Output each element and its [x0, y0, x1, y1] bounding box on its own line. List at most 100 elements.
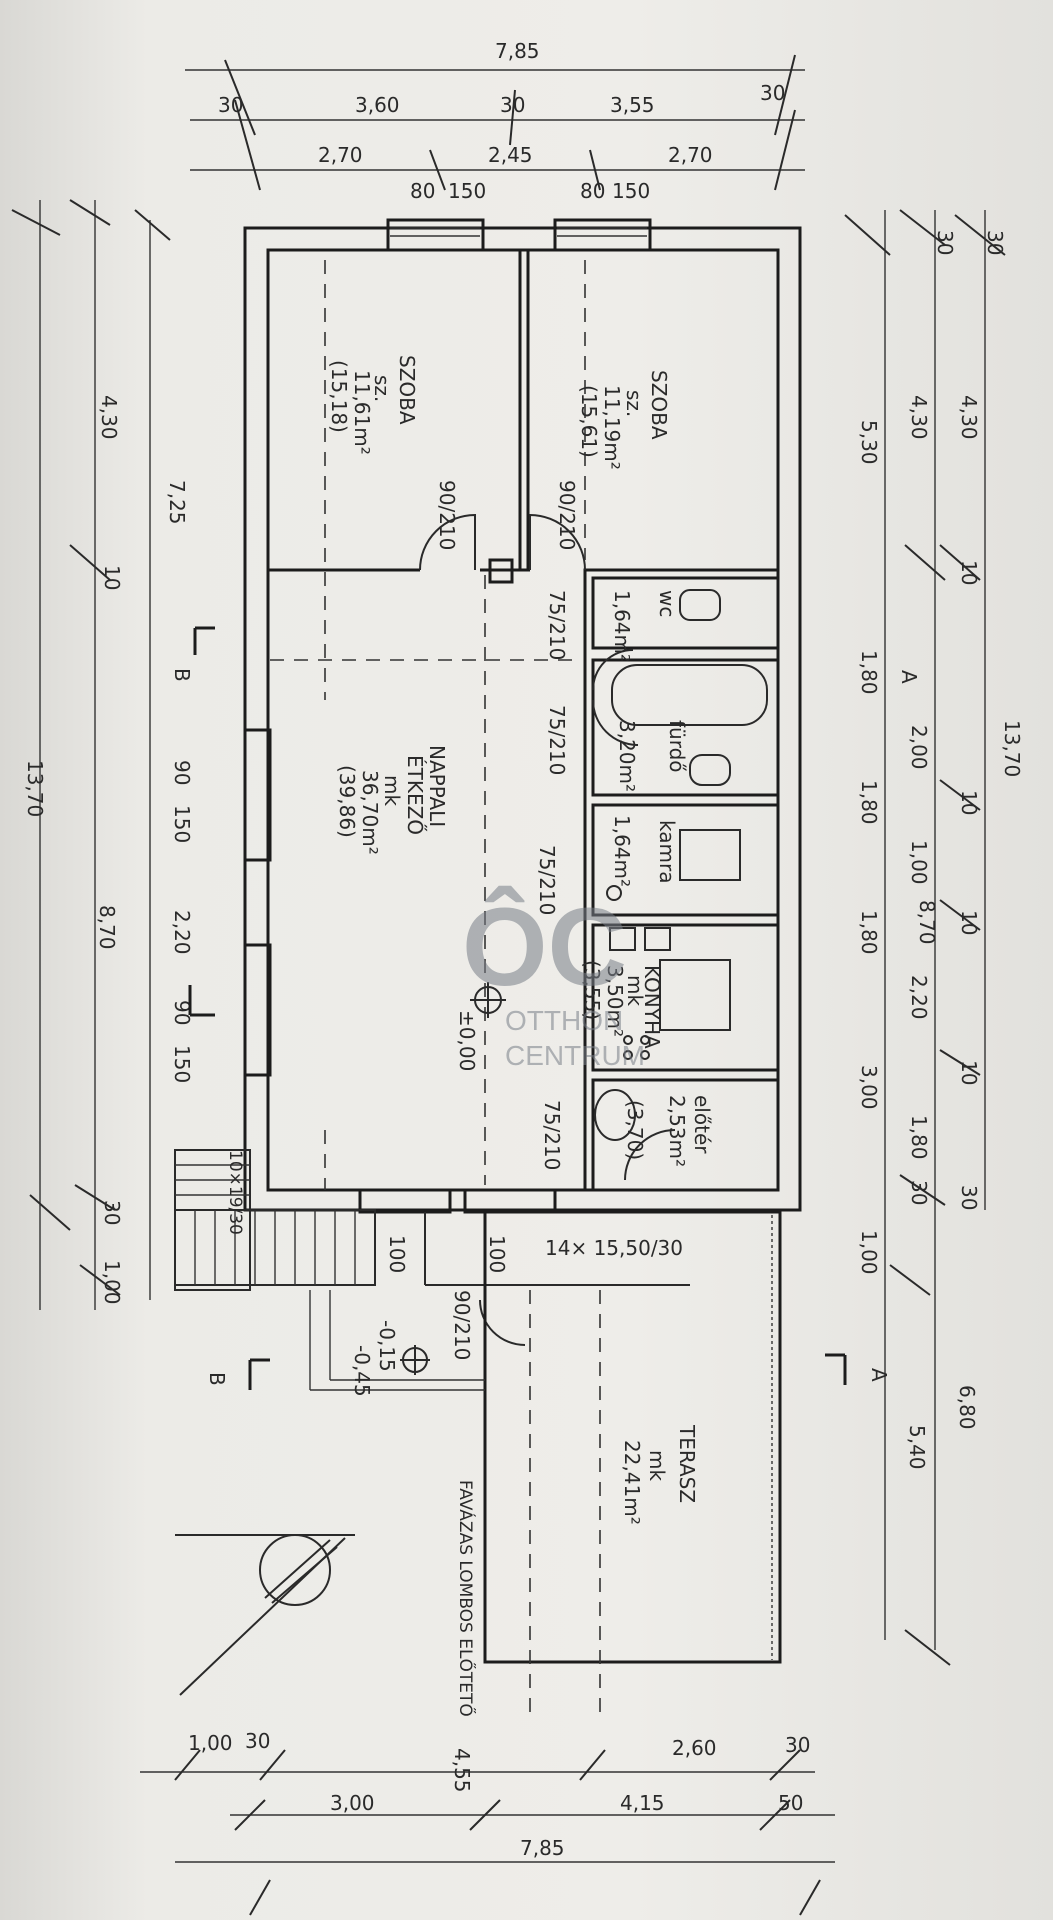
dim-left-bottom-30: 30	[100, 1200, 124, 1225]
dim-right-top-30b: 30	[933, 230, 957, 255]
window-top-right-height: 150	[612, 179, 650, 203]
dim-bottom-415: 4,15	[620, 1791, 665, 1815]
room-bedroom2: SZOBA sz. 11,19m² (15,61)	[577, 370, 671, 470]
bedroom1-area: 11,61m²	[350, 370, 374, 455]
dim-top-270-left: 2,70	[318, 143, 363, 167]
dim-right3-10a: 10	[957, 560, 981, 585]
hall-name: előtér	[690, 1095, 714, 1154]
dim-right-180a: 1,80	[857, 650, 881, 695]
dim-bottom-30b: 30	[785, 1733, 810, 1757]
dim-left-main: 8,70	[95, 905, 119, 950]
stairs-label: 10×19/30	[225, 1150, 245, 1235]
dim-right3-430: 4,30	[957, 395, 981, 440]
dim-right-680: 6,80	[955, 1385, 979, 1430]
terrace-code: mk	[645, 1450, 669, 1481]
terrace-name: TERASZ	[675, 1424, 699, 1503]
hall-ref: (3,70)	[623, 1100, 647, 1160]
bedroom2-ref: (15,61)	[577, 385, 601, 458]
dim-right-100: 1,00	[857, 1230, 881, 1275]
room-hall: előtér 2,53m² (3,70)	[623, 1095, 714, 1167]
section-a-bottom: A	[867, 1368, 891, 1382]
front-window-stair: 14× 15,50/30	[545, 1236, 683, 1260]
hall-area: 2,53m²	[665, 1095, 689, 1167]
front-window-2: 100	[485, 1235, 509, 1273]
bedroom1-ref: (15,18)	[327, 360, 351, 433]
kitchen-code: mk	[623, 975, 647, 1006]
dashed-lines	[270, 260, 586, 1190]
front-window-1: 100	[385, 1235, 409, 1273]
left-window-2: 150	[170, 805, 194, 843]
dim-right-180b: 1,80	[857, 780, 881, 825]
door-label-2: 90/210	[555, 480, 579, 550]
pantry-area: 1,64m²	[610, 815, 634, 887]
bedroom1-code: sz.	[370, 375, 394, 402]
living-area: 36,70m²	[358, 770, 382, 855]
dim-right-total: 13,70	[1000, 720, 1024, 777]
dim-left-inner: 7,25	[165, 480, 189, 525]
left-window-5: 150	[170, 1045, 194, 1083]
dim-right-300: 3,00	[857, 1065, 881, 1110]
fixtures	[594, 589, 768, 1141]
kitchen-area: 3,50m²	[603, 965, 627, 1037]
otthon-centrum-watermark: ÔC OTTHON CENTRUM	[462, 886, 645, 1071]
dim-bottom-300: 3,00	[330, 1791, 375, 1815]
door-swings	[419, 513, 676, 1346]
dim-top-245: 2,45	[488, 143, 533, 167]
dim-top-355: 3,55	[610, 93, 655, 117]
dim-right2-870: 8,70	[915, 900, 939, 945]
pantry-name: kamra	[655, 820, 679, 883]
section-marks	[188, 626, 847, 1390]
door-label-5: 75/210	[535, 845, 559, 915]
level-living: ±0,00	[455, 1010, 479, 1071]
awning-label: FAVÁZAS LOMBOS ELŐTETŐ	[455, 1480, 477, 1717]
section-a-top: A	[897, 670, 921, 684]
dim-bottom-50: 50	[778, 1791, 803, 1815]
watermark-line1: OTTHON	[505, 1005, 623, 1036]
top-dimensions	[185, 54, 805, 191]
room-bath: fürdő 3,20m²	[615, 720, 689, 792]
stairs	[174, 1149, 690, 1291]
dim-left-bottom-100: 1,00	[100, 1260, 124, 1305]
dim-right2-200: 2,00	[907, 725, 931, 770]
right-dimensions	[844, 209, 1006, 1666]
bedroom2-code: sz.	[622, 390, 646, 417]
wc-area: 1,64m²	[610, 590, 634, 662]
window-top-left-height: 150	[448, 179, 486, 203]
room-pantry: kamra 1,64m²	[610, 815, 679, 887]
watermark-logo: ÔC	[462, 886, 627, 1009]
dim-top-30-right: 30	[760, 81, 785, 105]
door-label-1: 90/210	[435, 480, 459, 550]
door-label-7: 90/210	[450, 1290, 474, 1360]
dim-top-360: 3,60	[355, 93, 400, 117]
wc-name: wc	[655, 590, 679, 617]
dim-right-530: 5,30	[857, 420, 881, 465]
dim-left-mid: 10	[100, 565, 124, 590]
bedroom2-area: 11,19m²	[600, 385, 624, 470]
dim-right-180c: 1,80	[857, 910, 881, 955]
dim-right2-30: 30	[907, 1180, 931, 1205]
dim-bottom-455: 4,55	[450, 1748, 474, 1793]
window-top-left-label: 80	[410, 179, 435, 203]
left-window-3: 2,20	[170, 910, 194, 955]
left-dimensions	[11, 199, 171, 1310]
dim-bottom-30a: 30	[245, 1729, 270, 1753]
dim-right3-10d: 10	[957, 1060, 981, 1085]
watermark-line2: CENTRUM	[505, 1040, 645, 1071]
window-top-right-label: 80	[580, 179, 605, 203]
terrace-area: 22,41m²	[620, 1440, 644, 1525]
terrace	[309, 1210, 782, 1720]
dim-top-30-mid: 30	[500, 93, 525, 117]
section-b-bottom: B	[205, 1372, 229, 1386]
dim-left-total: 13,70	[23, 760, 47, 817]
bottom-dimensions	[140, 1749, 835, 1916]
building-walls	[243, 218, 802, 1214]
level-marker	[470, 982, 506, 1018]
living-ref: (39,86)	[335, 765, 359, 838]
room-living: NAPPALI ÉTKEZŐ mk 36,70m² (39,86)	[335, 745, 449, 855]
level-entry: -0,15	[375, 1320, 399, 1372]
room-wc: wc 1,64m²	[610, 590, 679, 662]
living-code: mk	[380, 775, 404, 806]
bedroom1-name: SZOBA	[395, 355, 419, 425]
bath-area: 3,20m²	[615, 720, 639, 792]
